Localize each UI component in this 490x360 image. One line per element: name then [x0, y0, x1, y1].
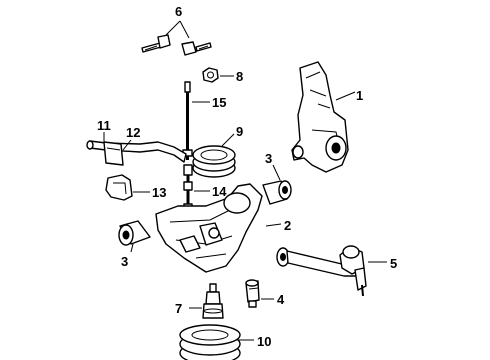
part-lower-ball-joint — [202, 283, 224, 319]
part-stabilizer-bar — [86, 140, 187, 163]
leader-2 — [265, 223, 282, 227]
callout-1: 1 — [356, 88, 363, 103]
leader-3-upper — [272, 164, 281, 181]
part-steering-knuckle — [291, 61, 349, 173]
part-nut — [202, 67, 219, 83]
part-lower-control-arm — [155, 183, 263, 273]
part-coil-spring-lower — [179, 324, 241, 360]
callout-5: 5 — [390, 256, 397, 271]
callout-3-lower: 3 — [121, 254, 128, 269]
part-link-rod — [182, 81, 193, 160]
part-bar-bushing — [103, 141, 124, 166]
callout-2: 2 — [284, 218, 291, 233]
part-coil-spring-upper — [192, 145, 236, 178]
part-upper-control-arm — [276, 245, 367, 297]
leader-12 — [122, 139, 132, 151]
part-ball-joint — [245, 279, 260, 308]
callout-8: 8 — [236, 69, 243, 84]
callout-13: 13 — [152, 185, 166, 200]
callout-9: 9 — [236, 124, 243, 139]
callout-3-upper: 3 — [265, 151, 272, 166]
leader-1 — [335, 91, 356, 101]
callout-12: 12 — [126, 125, 140, 140]
callout-14: 14 — [212, 184, 227, 199]
callout-10: 10 — [257, 334, 271, 349]
leader-3-lower — [130, 243, 134, 253]
leader-9 — [221, 133, 235, 147]
part-bushing-upper — [262, 180, 292, 205]
part-bushing-bracket — [105, 174, 133, 201]
part-bolts — [141, 34, 212, 56]
callout-6: 6 — [175, 4, 182, 19]
leader-6-right — [179, 20, 190, 39]
leader-6-left — [165, 20, 181, 36]
part-bushing-lower — [118, 220, 151, 246]
callout-15: 15 — [212, 95, 226, 110]
callout-4: 4 — [277, 292, 285, 307]
callout-7: 7 — [175, 301, 182, 316]
callout-11: 11 — [97, 118, 111, 133]
